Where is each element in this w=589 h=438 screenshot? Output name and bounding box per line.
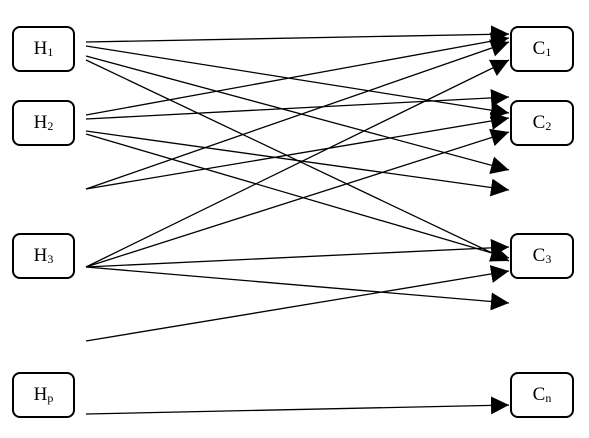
- arrow-h1-to-c1: [85, 25, 510, 44]
- node-h2-letter: H: [33, 112, 48, 133]
- node-h1-letter: H: [33, 38, 48, 59]
- arrow-h1-to-c2: [85, 45, 510, 120]
- node-c2-letter: C: [532, 112, 546, 133]
- arrow-h3-to-c3: [85, 238, 510, 268]
- node-h3-letter: H: [33, 245, 48, 266]
- node-c1-subscript: 1: [545, 44, 552, 59]
- arrow-h2-to-row3: [85, 130, 510, 197]
- arrow-h2-to-c1: [85, 32, 510, 116]
- arrow-low-source-to-c3: [85, 265, 510, 342]
- arrow-h3-to-row5: [85, 266, 510, 311]
- arrow-mid-source-to-c2: [85, 112, 510, 190]
- node-c3-subscript: 3: [545, 251, 552, 266]
- node-hp-letter: H: [33, 384, 48, 405]
- node-c2-subscript: 2: [545, 118, 552, 133]
- arrow-h3-to-c1: [85, 59, 510, 268]
- arrow-h1-to-row3: [85, 55, 510, 175]
- node-cn-subscript: n: [545, 390, 552, 405]
- node-h3-subscript: 3: [47, 251, 54, 266]
- arrow-mid-source-to-c1: [85, 39, 510, 190]
- node-c1-letter: C: [532, 38, 546, 59]
- arrow-hp-to-cn: [85, 396, 510, 415]
- arrow-h2-to-c3: [85, 133, 510, 262]
- node-h1-subscript: 1: [47, 44, 54, 59]
- node-hp-subscript: p: [47, 390, 54, 405]
- arrow-h2-to-c2: [85, 88, 510, 120]
- arrow-h3-to-c2: [85, 128, 510, 268]
- node-cn-letter: C: [532, 384, 546, 405]
- node-h2-subscript: 2: [47, 118, 54, 133]
- node-c3-letter: C: [532, 245, 546, 266]
